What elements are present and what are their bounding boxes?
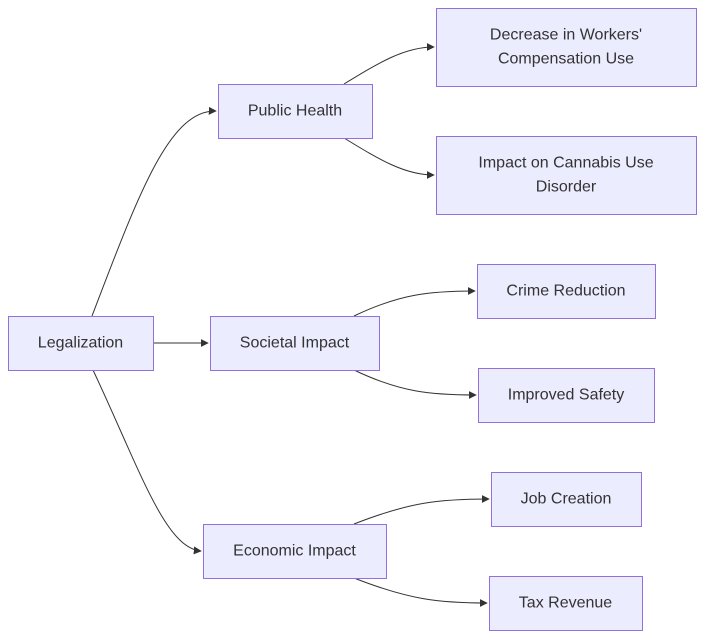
- node-label: Economic Impact: [233, 543, 356, 560]
- node-job-creation: Job Creation: [491, 472, 642, 527]
- edge-societal-impact-to-improved-safety: [353, 369, 477, 399]
- node-box: [489, 576, 643, 631]
- node-legalization: Legalization: [8, 316, 154, 371]
- node-label: Disorder: [536, 179, 597, 196]
- node-societal-impact: Societal Impact: [210, 316, 380, 371]
- edge-legalization-to-public-health: [91, 106, 217, 317]
- edge-economic-impact-to-tax-revenue: [353, 577, 488, 607]
- node-box: [477, 264, 656, 319]
- node-label: Compensation Use: [498, 51, 634, 68]
- edge-legalization-to-economic-impact: [92, 369, 202, 555]
- edge-public-health-to-decrease-workers-comp: [343, 43, 435, 85]
- node-box: [436, 136, 697, 215]
- node-label: Tax Revenue: [519, 595, 612, 612]
- node-improved-safety: Improved Safety: [478, 368, 655, 423]
- node-label: Decrease in Workers': [490, 27, 642, 44]
- edge-societal-impact-to-crime-reduction: [353, 287, 476, 317]
- edge-economic-impact-to-job-creation: [353, 495, 490, 525]
- node-box: [218, 84, 373, 139]
- node-tax-revenue: Tax Revenue: [489, 576, 643, 631]
- node-public-health: Public Health: [218, 84, 373, 139]
- node-box: [8, 316, 154, 371]
- edges: [91, 43, 490, 607]
- node-label: Impact on Cannabis Use: [478, 155, 653, 172]
- node-box: [436, 8, 697, 87]
- node-label: Legalization: [38, 335, 123, 352]
- node-box: [203, 524, 387, 579]
- node-label: Public Health: [248, 103, 342, 120]
- node-label: Crime Reduction: [506, 283, 625, 300]
- node-box: [491, 472, 642, 527]
- node-decrease-workers-comp: Decrease in Workers' Compensation Use: [436, 8, 697, 87]
- node-box: [210, 316, 380, 371]
- node-label: Societal Impact: [240, 335, 350, 352]
- node-box: [478, 368, 655, 423]
- node-label: Job Creation: [521, 491, 612, 508]
- node-crime-reduction: Crime Reduction: [477, 264, 656, 319]
- edge-public-health-to-impact-cannabis-use-disorder: [343, 137, 435, 179]
- node-label: Improved Safety: [508, 387, 625, 404]
- node-economic-impact: Economic Impact: [203, 524, 387, 579]
